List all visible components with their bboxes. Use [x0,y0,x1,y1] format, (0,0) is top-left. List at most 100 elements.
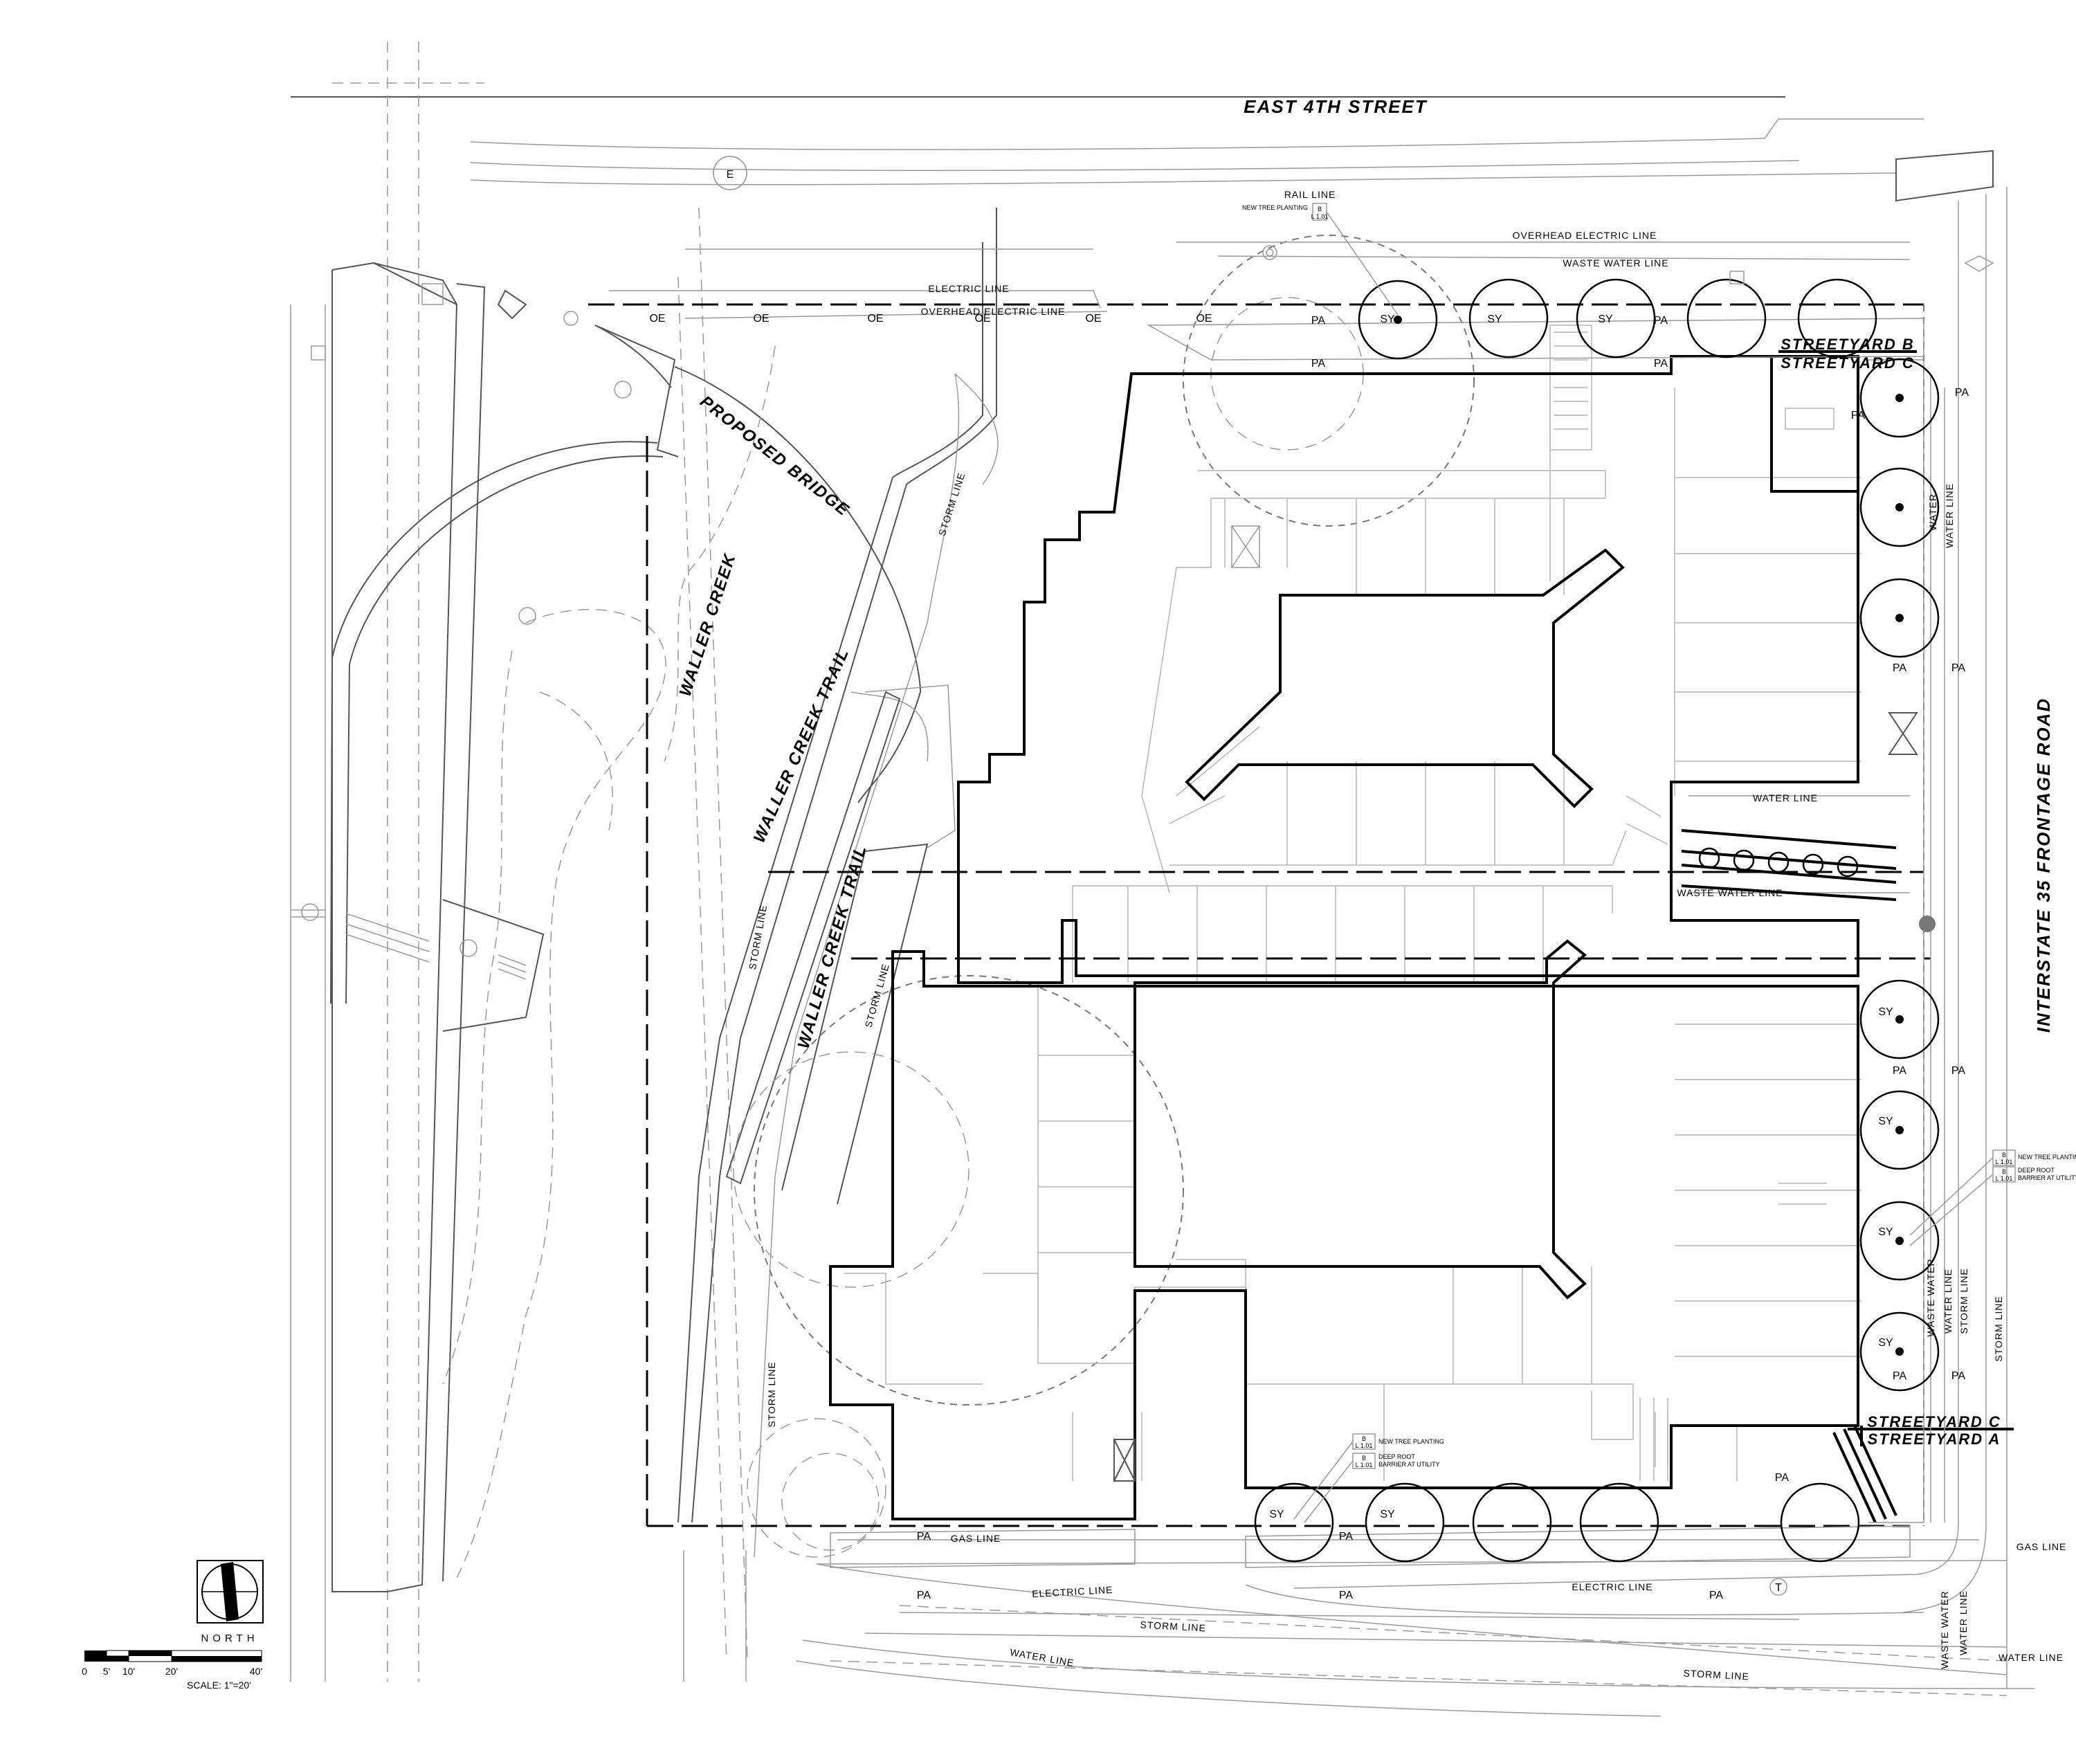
courtyard-south [1133,939,1587,1300]
note-deep-root-east-1: DEEP ROOT [2018,1167,2055,1174]
courtyard-north [1185,548,1625,808]
pa-marker-9: PA [1893,1065,1906,1077]
tree-e2 [1859,467,1940,547]
tag-east-bottom-2: L 1.01 [1996,1175,2013,1182]
trail-label-1: WALLER CREEK TRAIL [750,645,853,846]
water-label-east-1: WATER [1927,493,1938,531]
pa-marker-10: PA [1951,1065,1965,1077]
electric-manhole-icon: E [713,156,747,190]
streetyard-b-label: STREETYARD B [1781,336,1915,353]
oe-marker-2: OE [753,313,769,325]
bridge-label: PROPOSED BRIDGE [696,392,853,520]
scale-bar: 0 5' 10' 20' 40' SCALE: 1"=20' [82,1650,262,1691]
overhead-electric-label-2: OVERHEAD ELECTRIC LINE [921,306,1066,317]
waste-water-label-mid: WASTE WATER LINE [1677,887,1783,898]
waste-water-label-east-2: WASTE WATER [1925,1258,1936,1336]
trail-label-2: WALLER CREEK TRAIL [794,842,871,1051]
proposed-trees [1254,278,1940,1563]
oe-marker-6: OE [1196,313,1212,325]
electric-label-north: ELECTRIC LINE [928,283,1009,294]
tag-south-top-2: B [1362,1455,1366,1462]
building-outlines [829,355,1897,1523]
sy-marker-4: SY [1878,1006,1893,1018]
storm-line-label-3: STORM LINE [862,963,891,1029]
tree-e5 [1859,1090,1940,1170]
pa-marker-8: PA [1951,662,1965,674]
telephone-box-icon: T [1775,1582,1782,1594]
oe-marker-4: OE [974,313,990,325]
waller-creek [594,208,999,1558]
note-new-tree-south: NEW TREE PLANTING [1378,1438,1444,1445]
water-line-label-east-1: WATER LINE [1944,483,1955,548]
sy-marker-6: SY [1878,1226,1893,1238]
building-south-wing [829,950,1859,1520]
storm-line-label-south-2: STORM LINE [1683,1668,1749,1682]
pa-marker-18: PA [1709,1590,1723,1601]
gas-line-label-east: GAS LINE [2016,1541,2067,1552]
pa-marker-15: PA [1339,1590,1353,1601]
tag-east-top-1: B [2002,1152,2006,1158]
tree-e1 [1859,358,1940,438]
creek-label: WALLER CREEK [676,551,740,699]
overhead-electric-label-1: OVERHEAD ELECTRIC LINE [1513,230,1657,241]
scale-tick-40: 40' [250,1666,262,1677]
sy-marker-5: SY [1878,1116,1893,1127]
streetyard-c-label-top: STREETYARD C [1781,354,1915,372]
oe-marker-1: OE [649,313,665,325]
storm-line-label-4: STORM LINE [766,1361,777,1427]
tree-e7 [1859,1311,1940,1392]
streetyard-a-label: STREETYARD A [1868,1430,2001,1448]
site-symbols [311,156,1994,1596]
scale-tick-10: 10' [122,1666,135,1677]
tag-south-top-1: B [1362,1435,1366,1442]
tree-n1 [1358,280,1438,360]
oe-marker-3: OE [867,313,883,325]
water-line-label-east-2: WATER LINE [1942,1269,1954,1334]
pa-marker-17: PA [917,1590,931,1601]
water-line-label-south-v: WATER LINE [1958,1590,1969,1655]
park-area [291,262,666,1592]
scale-ratio: SCALE: 1"=20' [187,1680,251,1691]
note-group-east: B L 1.01 B L 1.01 NEW TREE PLANTING DEEP… [1909,1149,2076,1246]
pa-marker-12: PA [1951,1370,1965,1382]
pa-marker-3: PA [1654,315,1668,327]
electric-label-south-1: ELECTRIC LINE [1032,1584,1113,1599]
pa-marker-2: PA [1311,358,1325,370]
oe-marker-5: OE [1085,313,1101,325]
street-label-north: EAST 4TH STREET [1244,96,1428,117]
tree-s4 [1579,1482,1659,1563]
utility-lines [609,242,2007,1696]
sy-marker-9: SY [1380,1509,1395,1520]
tree-n3 [1576,278,1656,358]
survey-lines [290,42,748,1682]
storm-line-label-east-2: STORM LINE [1958,1268,1969,1334]
tree-n4 [1686,278,1767,358]
sy-marker-3: SY [1598,313,1613,325]
tree-s1 [1254,1482,1334,1563]
electric-label-south-2: ELECTRIC LINE [1572,1581,1652,1592]
waste-water-label-north: WASTE WATER LINE [1563,257,1668,269]
pa-marker-5: PA [1955,387,1969,399]
t-symbol: T [1775,1582,1782,1594]
tag-south-bottom-2: L 1.01 [1356,1462,1373,1469]
pa-marker-16: PA [917,1531,931,1543]
utility-trench [1681,829,1897,901]
note-deep-root-east-2: BARRIER AT UTILITY [2018,1174,2076,1181]
building-north-wing [957,355,1859,984]
pa-marker-14: PA [1339,1531,1353,1543]
tree-n5 [1797,278,1877,358]
tree-e3 [1859,578,1940,658]
scale-tick-5: 5' [103,1666,110,1677]
storm-line-label-east: STORM LINE [1993,1295,2004,1361]
storm-line-label-south-1: STORM LINE [1140,1619,1206,1634]
tree-e6 [1859,1201,1940,1281]
storm-line-label-2: STORM LINE [747,904,769,971]
note-new-tree-north-text: NEW TREE PLANTING [1242,204,1308,211]
storm-line-label-1: STORM LINE [936,471,967,538]
parking-grid [844,325,1861,1481]
tag-east-top-2: B [2002,1168,2006,1175]
street-label-east: INTERSTATE 35 FRONTAGE ROAD [2033,698,2054,1033]
pa-marker-1: PA [1311,315,1325,327]
rail-line-label: RAIL LINE [1284,189,1336,200]
